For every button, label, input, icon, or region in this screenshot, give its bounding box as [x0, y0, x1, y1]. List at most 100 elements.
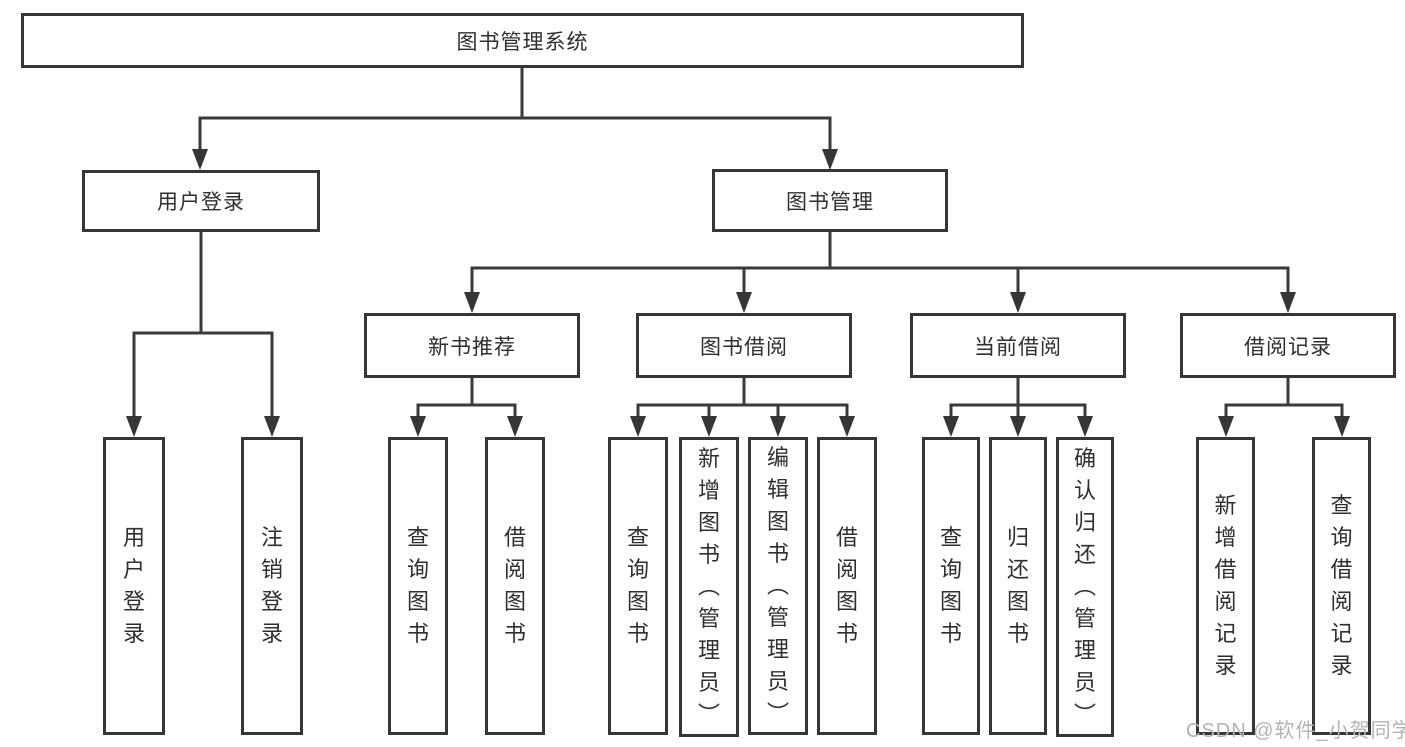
leaf-label-char: 登	[122, 589, 145, 614]
arrowhead-icon	[822, 149, 838, 170]
leaf-label-char: ︵	[766, 573, 789, 598]
arrowhead-icon	[1218, 416, 1234, 437]
leaf-cb-return-book: 归还图书	[989, 437, 1047, 735]
leaf-label-char: 阅	[503, 557, 526, 582]
leaf-label-char: 管	[766, 605, 789, 630]
node-borrow-records: 借阅记录	[1180, 313, 1396, 378]
arrowhead-icon	[1077, 416, 1093, 437]
leaf-label-char: 记	[1330, 621, 1353, 646]
leaf-label-char: 图	[835, 589, 858, 614]
leaf-label-char: 查	[406, 525, 429, 550]
leaf-label-char: 户	[122, 557, 145, 582]
leaf-label-char: 增	[697, 478, 720, 503]
leaf-cb-confirm-return-admin: 确认归还︵管理员︶	[1056, 437, 1114, 737]
leaf-label-char: 书	[835, 621, 858, 646]
leaf-label-char: 询	[939, 557, 962, 582]
leaf-user-login: 用户登录	[103, 437, 165, 735]
leaf-label-char: 图	[503, 589, 526, 614]
leaf-label-char: ︶	[697, 702, 720, 727]
leaf-label-char: ︵	[1073, 574, 1096, 599]
node-user-login: 用户登录	[82, 170, 320, 232]
leaf-cb-query-book: 查询图书	[922, 437, 980, 735]
arrowhead-icon	[264, 416, 280, 437]
leaf-label-char: 录	[1214, 653, 1237, 678]
leaf-label-char: 还	[1073, 542, 1096, 567]
leaf-rec-query-book: 查询图书	[388, 437, 448, 735]
arrowhead-icon	[1280, 292, 1296, 313]
arrowhead-icon	[464, 292, 480, 313]
arrowhead-icon	[410, 416, 426, 437]
leaf-label-char: 员	[697, 670, 720, 695]
arrowhead-icon	[943, 416, 959, 437]
leaf-label-char: 查	[626, 525, 649, 550]
leaf-rec-borrow-book: 借阅图书	[485, 437, 545, 735]
arrowhead-icon	[770, 416, 786, 437]
leaf-label-char: 辑	[766, 477, 789, 502]
leaf-label-char: 图	[1006, 589, 1029, 614]
arrowhead-icon	[701, 416, 717, 437]
leaf-bb-query-book: 查询图书	[608, 437, 668, 735]
leaf-label-char: ︵	[697, 574, 720, 599]
leaf-label-char: 阅	[1330, 589, 1353, 614]
leaf-label-char: 图	[626, 589, 649, 614]
leaf-label-char: 阅	[1214, 589, 1237, 614]
arrowhead-icon	[507, 416, 523, 437]
leaf-label-char: 记	[1214, 621, 1237, 646]
arrowhead-icon	[630, 416, 646, 437]
node-book-management: 图书管理	[712, 169, 948, 232]
leaf-label-char: 借	[835, 525, 858, 550]
leaf-label-char: 录	[122, 621, 145, 646]
leaf-label-char: 登	[260, 589, 283, 614]
leaf-label-char: 书	[939, 621, 962, 646]
leaf-label-char: 查	[939, 525, 962, 550]
arrowhead-icon	[1010, 292, 1026, 313]
leaf-label-char: 理	[697, 638, 720, 663]
node-root-system: 图书管理系统	[21, 13, 1024, 68]
leaf-bb-add-book-admin: 新增图书 ︵ 管理员 ︶	[679, 437, 739, 737]
leaf-label-char: 阅	[835, 557, 858, 582]
leaf-label-char: 员	[766, 669, 789, 694]
leaf-label-char: 图	[766, 509, 789, 534]
leaf-label-char: 编	[766, 445, 789, 470]
leaf-label-char: 书	[503, 621, 526, 646]
arrowhead-icon	[1334, 416, 1350, 437]
leaf-bb-edit-book-admin: 编辑图书 ︵ 管理员 ︶	[748, 437, 808, 735]
arrowhead-icon	[839, 416, 855, 437]
leaf-label-char: 借	[503, 525, 526, 550]
leaf-label-char: 管	[697, 606, 720, 631]
node-book-borrow: 图书借阅	[636, 313, 852, 378]
arrowhead-icon	[126, 416, 142, 437]
leaf-label-char: 理	[766, 637, 789, 662]
leaf-label-char: 销	[260, 557, 283, 582]
leaf-label-char: 查	[1330, 493, 1353, 518]
node-new-book-recommend: 新书推荐	[364, 313, 580, 378]
leaf-br-add-record: 新增借阅记录	[1196, 437, 1255, 735]
arrowheads	[126, 149, 1350, 437]
leaf-br-query-record: 查询借阅记录	[1312, 437, 1371, 735]
arrowhead-icon	[1010, 416, 1026, 437]
leaf-label-char: 书	[697, 542, 720, 567]
leaf-label-char: 还	[1006, 557, 1029, 582]
leaf-label-char: 用	[122, 525, 145, 550]
leaf-label-char: 归	[1073, 510, 1096, 535]
leaf-label-char: 询	[1330, 525, 1353, 550]
leaf-label-char: 询	[626, 557, 649, 582]
leaf-label-char: 书	[626, 621, 649, 646]
leaf-label-char: 询	[406, 557, 429, 582]
leaf-label-char: 管	[1073, 606, 1096, 631]
leaf-label-char: 新	[697, 446, 720, 471]
leaf-label-char: 确	[1073, 446, 1096, 471]
leaf-label-char: 员	[1073, 670, 1096, 695]
leaf-label-char: 注	[260, 525, 283, 550]
leaf-label-char: 书	[406, 621, 429, 646]
leaf-label-char: 借	[1214, 557, 1237, 582]
leaf-label-char: 图	[697, 510, 720, 535]
leaf-label-char: 录	[260, 621, 283, 646]
leaf-label-char: 借	[1330, 557, 1353, 582]
leaf-bb-borrow-book: 借阅图书	[817, 437, 877, 735]
leaf-label-char: ︶	[766, 701, 789, 726]
leaf-label-char: 图	[406, 589, 429, 614]
leaf-label-char: 书	[766, 541, 789, 566]
